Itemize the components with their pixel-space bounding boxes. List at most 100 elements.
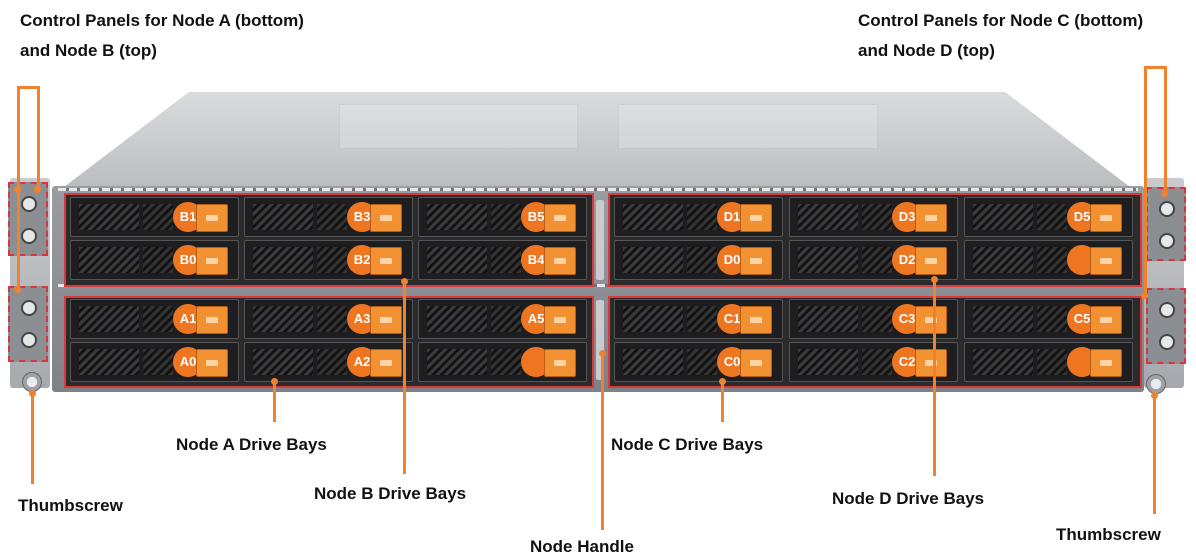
drive-latch-icon[interactable] bbox=[915, 306, 947, 334]
drive-latch-icon[interactable] bbox=[740, 204, 772, 232]
drive-bay[interactable]: A1 bbox=[70, 299, 239, 339]
control-panel-node-d[interactable] bbox=[1146, 187, 1186, 261]
drive-latch-icon[interactable] bbox=[1090, 349, 1122, 377]
callout-dot bbox=[599, 350, 606, 357]
drive-latch-icon[interactable] bbox=[740, 349, 772, 377]
callout-line bbox=[37, 86, 40, 190]
drive-latch-icon[interactable] bbox=[915, 247, 947, 275]
drive-bay[interactable]: D2 bbox=[789, 240, 958, 280]
drive-latch-icon[interactable] bbox=[740, 247, 772, 275]
drive-bay[interactable]: C2 bbox=[789, 342, 958, 382]
drive-latch-icon[interactable] bbox=[196, 204, 228, 232]
label-thumbscrew-left: Thumbscrew bbox=[18, 496, 123, 515]
drive-bay[interactable] bbox=[964, 342, 1133, 382]
reset-button-icon[interactable] bbox=[1159, 233, 1175, 249]
power-button-icon[interactable] bbox=[1159, 302, 1175, 318]
callout-line bbox=[17, 86, 20, 190]
drive-latch-icon[interactable] bbox=[544, 247, 576, 275]
label-control-panels-ab-line2: and Node B (top) bbox=[20, 41, 157, 60]
drive-bay[interactable]: A0 bbox=[70, 342, 239, 382]
callout-line bbox=[17, 190, 20, 290]
drive-latch-icon[interactable] bbox=[370, 306, 402, 334]
reset-button-icon[interactable] bbox=[21, 228, 37, 244]
drive-bay[interactable]: D1 bbox=[614, 197, 783, 237]
drive-bay[interactable]: C1 bbox=[614, 299, 783, 339]
callout-dot bbox=[1141, 292, 1148, 299]
drive-bay[interactable]: B5 bbox=[418, 197, 587, 237]
drive-latch-icon[interactable] bbox=[1090, 204, 1122, 232]
drive-latch-icon[interactable] bbox=[196, 349, 228, 377]
drive-bay[interactable]: D3 bbox=[789, 197, 958, 237]
power-button-icon[interactable] bbox=[21, 196, 37, 212]
drive-bay[interactable]: A3 bbox=[244, 299, 413, 339]
node-handle-top[interactable] bbox=[596, 200, 604, 280]
drive-latch-icon[interactable] bbox=[544, 349, 576, 377]
callout-dot bbox=[14, 286, 21, 293]
callout-line bbox=[1144, 194, 1147, 294]
label-node-c-drive-bays: Node C Drive Bays bbox=[611, 435, 764, 454]
power-button-icon[interactable] bbox=[1159, 201, 1175, 217]
control-panel-node-b[interactable] bbox=[8, 182, 48, 256]
drive-bay[interactable]: C5 bbox=[964, 299, 1133, 339]
reset-button-icon[interactable] bbox=[21, 332, 37, 348]
callout-dot bbox=[14, 186, 21, 193]
callout-dot bbox=[1151, 392, 1158, 399]
drive-latch-icon[interactable] bbox=[544, 204, 576, 232]
callout-line bbox=[31, 394, 34, 484]
drive-latch-icon[interactable] bbox=[915, 204, 947, 232]
vent-strip-middle bbox=[58, 284, 1138, 287]
drive-bay[interactable] bbox=[964, 240, 1133, 280]
drive-bay[interactable]: B1 bbox=[70, 197, 239, 237]
control-panel-node-c[interactable] bbox=[1146, 288, 1186, 364]
drive-bay[interactable] bbox=[418, 342, 587, 382]
node-handle-bottom[interactable] bbox=[596, 300, 604, 380]
thumbscrew-left-icon[interactable] bbox=[22, 372, 42, 392]
label-control-panels-cd-line2: and Node D (top) bbox=[858, 41, 995, 60]
callout-line bbox=[403, 282, 406, 474]
callout-line bbox=[273, 382, 276, 422]
drive-bay[interactable]: D5 bbox=[964, 197, 1133, 237]
drive-bay[interactable]: B4 bbox=[418, 240, 587, 280]
drive-latch-icon[interactable] bbox=[544, 306, 576, 334]
drive-latch-icon[interactable] bbox=[1090, 247, 1122, 275]
drive-latch-icon[interactable] bbox=[915, 349, 947, 377]
vent-strip-top bbox=[58, 188, 1138, 191]
drive-latch-icon[interactable] bbox=[196, 247, 228, 275]
drive-bay[interactable]: C0 bbox=[614, 342, 783, 382]
callout-line bbox=[1164, 66, 1167, 194]
callout-dot bbox=[29, 390, 36, 397]
thumbscrew-right-icon[interactable] bbox=[1146, 374, 1166, 394]
label-node-d-drive-bays: Node D Drive Bays bbox=[832, 489, 985, 508]
reset-button-icon[interactable] bbox=[1159, 334, 1175, 350]
callout-dot bbox=[271, 378, 278, 385]
control-panel-node-a[interactable] bbox=[8, 286, 48, 362]
drive-latch-icon[interactable] bbox=[1090, 306, 1122, 334]
callout-dot bbox=[931, 276, 938, 283]
drive-bay[interactable]: B2 bbox=[244, 240, 413, 280]
drive-latch-icon[interactable] bbox=[370, 204, 402, 232]
drive-latch-icon[interactable] bbox=[370, 247, 402, 275]
label-control-panels-ab-line1: Control Panels for Node A (bottom) bbox=[20, 11, 304, 30]
callout-line bbox=[17, 86, 39, 89]
callout-line bbox=[1153, 396, 1156, 514]
drive-bay[interactable]: C3 bbox=[789, 299, 958, 339]
drive-bay[interactable]: A2 bbox=[244, 342, 413, 382]
callout-line bbox=[1144, 66, 1166, 69]
callout-dot bbox=[34, 186, 41, 193]
drive-bay[interactable]: D0 bbox=[614, 240, 783, 280]
callout-line bbox=[933, 280, 936, 476]
drive-bay[interactable]: A5 bbox=[418, 299, 587, 339]
drive-bay[interactable]: B3 bbox=[244, 197, 413, 237]
callout-dot bbox=[719, 378, 726, 385]
label-node-a-drive-bays: Node A Drive Bays bbox=[176, 435, 327, 454]
drive-latch-icon[interactable] bbox=[740, 306, 772, 334]
drive-bay[interactable]: B0 bbox=[70, 240, 239, 280]
drive-latch-icon[interactable] bbox=[370, 349, 402, 377]
label-control-panels-cd-line1: Control Panels for Node C (bottom) bbox=[858, 11, 1144, 30]
drive-latch-icon[interactable] bbox=[196, 306, 228, 334]
power-button-icon[interactable] bbox=[21, 300, 37, 316]
callout-dot bbox=[401, 278, 408, 285]
label-node-handle: Node Handle bbox=[530, 537, 634, 556]
label-thumbscrew-right: Thumbscrew bbox=[1056, 525, 1161, 544]
